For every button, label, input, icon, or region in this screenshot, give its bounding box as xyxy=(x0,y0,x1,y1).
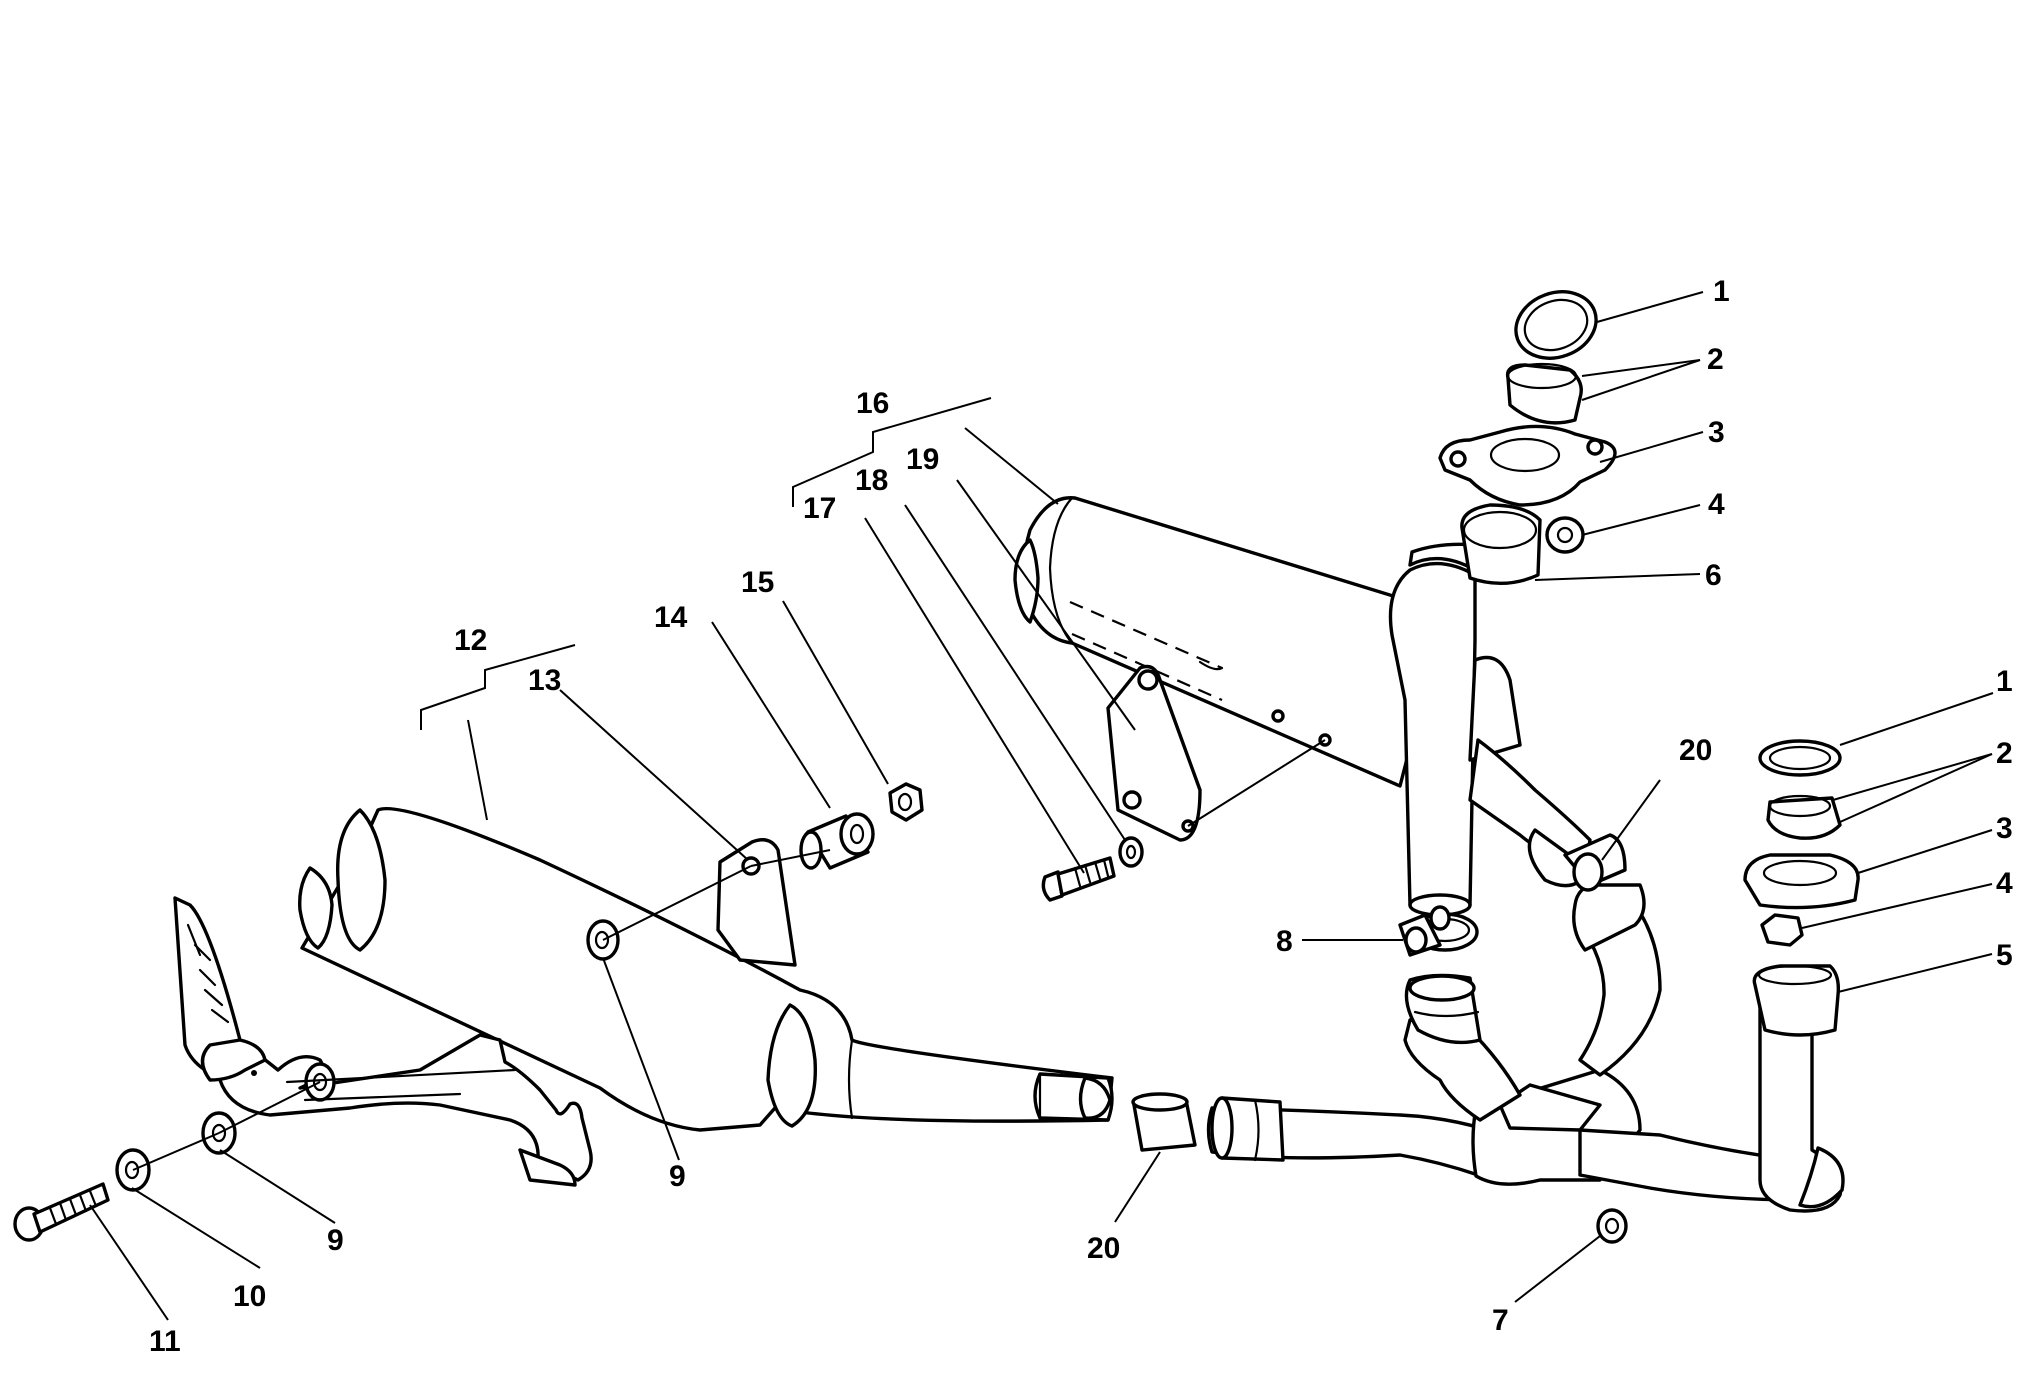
callout-13: 13 xyxy=(528,664,561,697)
spacer-14 xyxy=(799,812,875,870)
sleeve-20 xyxy=(1131,1092,1197,1152)
callout-20-middle: 20 xyxy=(1087,1232,1120,1265)
brace-16 xyxy=(792,397,992,507)
callout-11: 11 xyxy=(149,1325,181,1358)
callout-labels: 1 2 3 4 6 1 2 3 4 5 7 8 9 9 10 11 12 13 … xyxy=(149,275,2013,1358)
callout-14: 14 xyxy=(654,601,688,634)
callout-6-upper: 6 xyxy=(1705,559,1722,592)
callout-16: 16 xyxy=(856,387,889,420)
gasket-1-right xyxy=(1758,739,1842,777)
collet-2-upper xyxy=(1505,362,1583,425)
collet-2-right xyxy=(1766,794,1842,840)
nut-4-upper xyxy=(1545,516,1585,554)
clamp-8 xyxy=(1398,905,1479,957)
washer-18 xyxy=(1118,836,1144,868)
callout-10: 10 xyxy=(233,1280,266,1313)
callout-8: 8 xyxy=(1276,925,1293,958)
flange-3-right xyxy=(1743,853,1860,910)
bolt-11 xyxy=(13,1182,110,1242)
nut-15 xyxy=(888,782,924,822)
callout-3-right: 3 xyxy=(1996,812,2013,845)
callout-9-upper: 9 xyxy=(669,1160,686,1193)
gasket-1-upper xyxy=(1514,290,1598,360)
left-muffler-12 xyxy=(298,806,1114,1132)
callout-1-right: 1 xyxy=(1996,665,2013,698)
collet-5-right xyxy=(1752,964,1841,1037)
callout-2-upper: 2 xyxy=(1707,343,1724,376)
callout-19: 19 xyxy=(906,443,939,476)
callout-15: 15 xyxy=(741,566,774,599)
callout-9-lower: 9 xyxy=(327,1224,344,1257)
rear-muffler-16 xyxy=(1013,496,1447,788)
bolt-17 xyxy=(1041,856,1116,902)
flange-3-upper xyxy=(1438,424,1617,507)
nut-4-right xyxy=(1760,913,1804,947)
callout-3-upper: 3 xyxy=(1708,416,1725,449)
footrest-bracket xyxy=(173,896,593,1187)
collet-6-upper xyxy=(1460,503,1542,586)
callout-4-upper: 4 xyxy=(1708,488,1725,521)
callout-20-right: 20 xyxy=(1679,734,1712,767)
callout-5-right: 5 xyxy=(1996,939,2013,972)
callout-12: 12 xyxy=(454,624,487,657)
leader-lines xyxy=(89,291,1994,1321)
muffler-bracket-13 xyxy=(716,838,797,967)
exhaust-header-pipes xyxy=(1206,542,1845,1213)
callout-17: 17 xyxy=(803,492,836,525)
callout-4-right: 4 xyxy=(1996,867,2013,900)
plug-7 xyxy=(1596,1208,1628,1244)
callout-18: 18 xyxy=(855,464,888,497)
callout-1-upper: 1 xyxy=(1713,275,1730,308)
mounting-plate-19 xyxy=(1106,664,1202,842)
brace-12 xyxy=(420,644,576,730)
callout-7: 7 xyxy=(1492,1304,1509,1337)
callout-2-right: 2 xyxy=(1996,737,2013,770)
